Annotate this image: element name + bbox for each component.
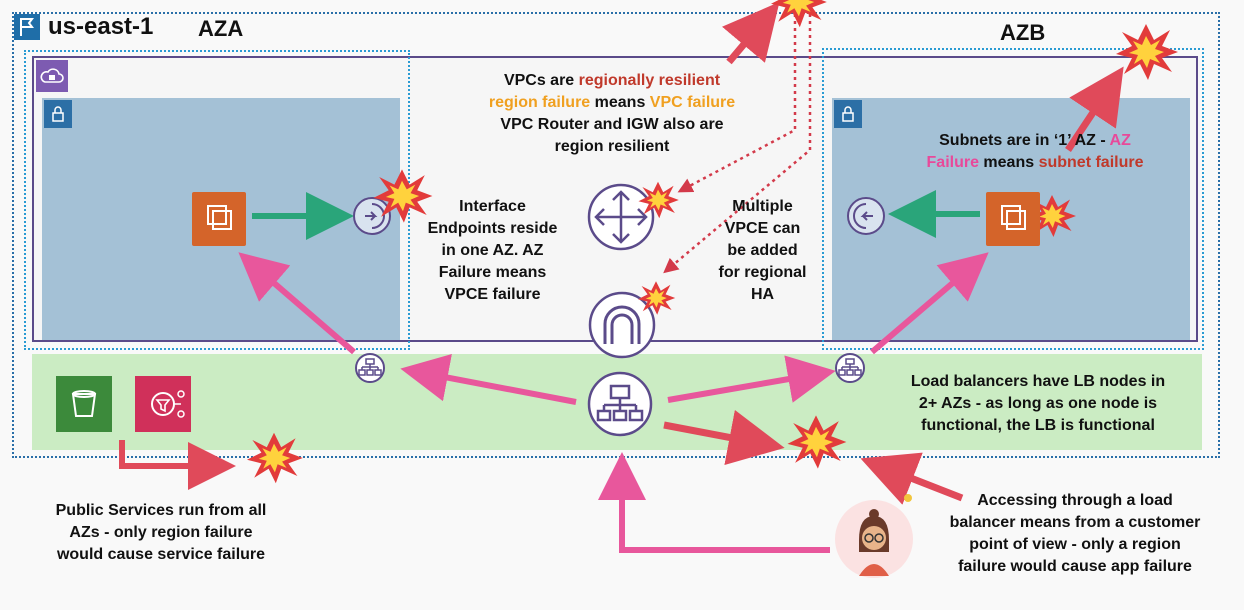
interface-endpoint-note: Interface Endpoints reside in one AZ. AZ… — [427, 198, 558, 303]
vpc-router-icon — [587, 183, 655, 251]
load-balancer-icon — [587, 371, 653, 437]
lb-node-b-icon — [835, 353, 865, 383]
interface-endpoint-a-icon — [353, 197, 391, 235]
arrow-customer-to-lb — [598, 452, 830, 553]
explosion-az-b-icon — [1116, 24, 1178, 80]
arrow-customer-failure — [860, 452, 964, 505]
explosion-lb-icon — [787, 415, 847, 469]
customer-avatar — [835, 500, 913, 578]
subnet-b-lock-icon — [834, 100, 862, 128]
interface-endpoint-b-icon — [847, 197, 885, 235]
region-label: us-east-1 — [48, 13, 154, 40]
explosion-public-services-icon — [247, 432, 303, 484]
sns-topic-icon — [135, 376, 191, 432]
arrow-subnet-failure — [1065, 66, 1124, 152]
arrow-node-a-to-ec2 — [238, 252, 356, 355]
dotted-line-igw — [663, 14, 812, 274]
explosion-igw-icon — [638, 281, 676, 315]
arrow-vpc-failure — [722, 1, 780, 65]
avatar-dot-icon — [904, 494, 912, 502]
explosion-router-icon — [638, 181, 679, 219]
vpc-cloud-lock-icon — [36, 60, 68, 92]
internet-gateway-icon — [588, 291, 656, 359]
subnet-a-lock-icon — [44, 100, 72, 128]
arrow-lb-to-node-b — [667, 355, 836, 403]
az-b-zone — [822, 48, 1204, 350]
ec2-instance-b-icon — [986, 192, 1040, 246]
vpc-resilience-note: VPCs are regionally resilient region fai… — [488, 72, 736, 155]
multiple-vpce-note: Multiple VPCE can be added for regional … — [718, 198, 807, 303]
arrow-public-services-failure — [119, 440, 236, 490]
load-balancer-note: Load balancers have LB nodes in 2+ AZs -… — [910, 373, 1166, 434]
arrow-lb-to-node-a — [400, 354, 577, 405]
arrow-node-b-to-ec2 — [870, 252, 989, 355]
subnet-note: Subnets are in ‘1’ AZ - AZ Failure means… — [926, 132, 1144, 171]
public-services-note: Public Services run from all AZs - only … — [55, 502, 267, 563]
customer-access-note: Accessing through a load balancer means … — [949, 492, 1201, 575]
az-b-label: AZB — [1000, 20, 1046, 45]
ec2-instance-a-icon — [192, 192, 246, 246]
s3-bucket-icon — [56, 376, 112, 432]
region-flag-icon — [14, 14, 40, 40]
explosion-region-icon — [771, 0, 827, 28]
az-a-label: AZA — [198, 16, 244, 41]
arrow-lb-failure — [663, 409, 785, 465]
lb-node-a-icon — [355, 353, 385, 383]
